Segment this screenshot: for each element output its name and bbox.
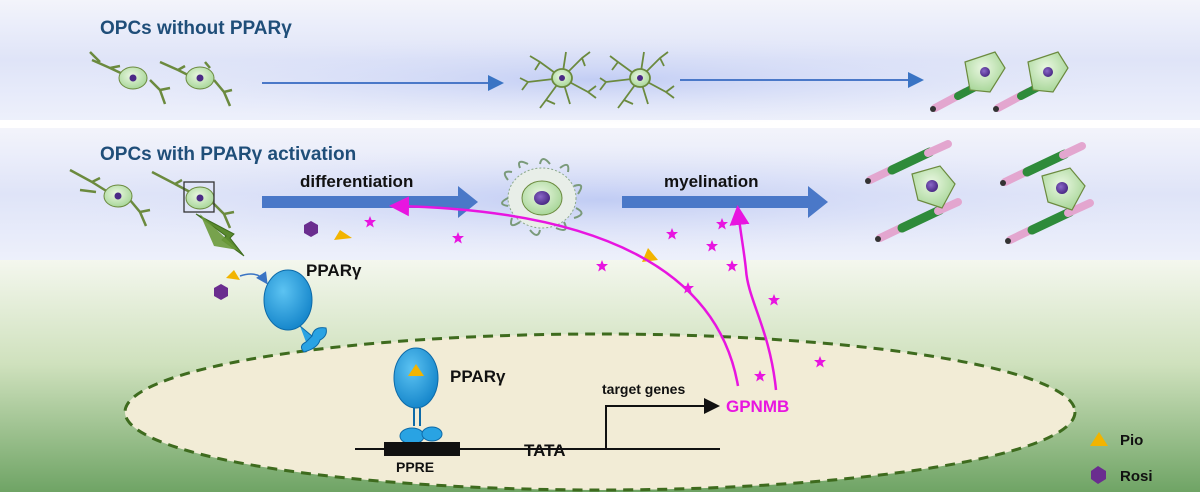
gpnmb-to-myelination-arrow bbox=[729, 205, 778, 391]
pparg-protein-cytoplasm bbox=[263, 269, 327, 353]
tata-label: TATA bbox=[524, 441, 566, 460]
opc-cell bbox=[89, 51, 171, 105]
transcription-arrow bbox=[605, 398, 720, 449]
ppre-label: PPRE bbox=[396, 459, 434, 475]
branched-oligodendrocyte bbox=[501, 158, 583, 236]
opc-cell-highlighted bbox=[151, 170, 235, 229]
myelination-arrow bbox=[622, 186, 828, 218]
legend-pio-label: Pio bbox=[1120, 432, 1143, 449]
gpnmb-to-differentiation-arrow bbox=[389, 196, 740, 387]
rosi-molecule bbox=[304, 221, 318, 237]
cell-nucleus bbox=[123, 332, 1077, 492]
rosi-molecule bbox=[214, 284, 228, 300]
pio-molecule bbox=[334, 230, 352, 240]
pio-molecule bbox=[226, 270, 240, 280]
opc-cell bbox=[69, 168, 151, 227]
opc-cell bbox=[159, 60, 233, 107]
myelination-label: myelination bbox=[664, 172, 758, 191]
mature-oligodendrocyte bbox=[993, 51, 1069, 112]
legend-rosi-label: Rosi bbox=[1120, 468, 1153, 485]
mature-oligodendrocyte bbox=[930, 51, 1006, 112]
target-genes-label: target genes bbox=[602, 381, 685, 397]
myelinating-oligodendrocyte bbox=[1000, 142, 1094, 244]
zoom-box bbox=[183, 181, 215, 213]
ppre-element bbox=[384, 442, 460, 456]
gpnmb-protein-stars bbox=[364, 216, 826, 382]
pparg-protein-nucleus bbox=[393, 347, 443, 445]
legend-pio-symbol bbox=[1090, 432, 1108, 446]
gpnmb-label: GPNMB bbox=[726, 397, 789, 416]
pre-oligodendrocyte bbox=[599, 51, 675, 109]
legend-rosi-symbol bbox=[1091, 466, 1106, 484]
middle-panel-title: OPCs with PPARγ activation bbox=[100, 144, 356, 165]
pparg-nucleus-label: PPARγ bbox=[450, 367, 506, 386]
legend: Pio Rosi bbox=[1090, 432, 1153, 485]
pparg-cytoplasm-label: PPARγ bbox=[306, 261, 362, 280]
pre-oligodendrocyte bbox=[519, 51, 597, 109]
differentiation-arrow bbox=[262, 186, 478, 218]
myelinating-oligodendrocyte bbox=[865, 140, 962, 242]
differentiation-label: differentiation bbox=[300, 172, 413, 191]
top-panel-title: OPCs without PPARγ bbox=[100, 18, 292, 39]
